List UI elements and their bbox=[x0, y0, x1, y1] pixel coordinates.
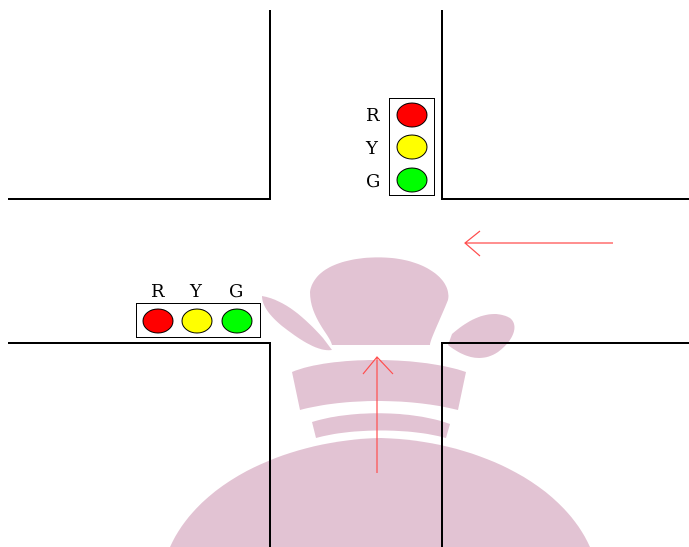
road-edge-top-right bbox=[441, 10, 689, 200]
road-edge-bottom-right bbox=[441, 342, 689, 547]
red-light-icon bbox=[396, 102, 428, 128]
road-edges bbox=[8, 10, 689, 547]
road-edge-bottom-left bbox=[8, 342, 271, 547]
vertical-signal-label-r: R bbox=[366, 105, 380, 126]
traffic-light-horizontal: R Y G bbox=[136, 281, 261, 338]
yellow-light-icon bbox=[396, 134, 428, 160]
horizontal-signal-label-y: Y bbox=[189, 281, 203, 302]
money-bag-watermark bbox=[170, 257, 590, 547]
vertical-signal-label-y: Y bbox=[365, 138, 379, 159]
green-light-icon bbox=[396, 167, 428, 193]
arrow-up-icon bbox=[362, 356, 394, 473]
horizontal-signal-label-r: R bbox=[151, 281, 165, 302]
yellow-light-icon bbox=[181, 308, 213, 334]
traffic-light-vertical: R Y G bbox=[365, 98, 435, 196]
horizontal-signal-label-g: G bbox=[229, 281, 243, 302]
red-light-icon bbox=[142, 308, 174, 334]
arrow-left-icon bbox=[464, 230, 613, 257]
vertical-signal-label-g: G bbox=[366, 171, 380, 192]
green-light-icon bbox=[221, 308, 253, 334]
road-edge-top-left bbox=[8, 10, 271, 200]
